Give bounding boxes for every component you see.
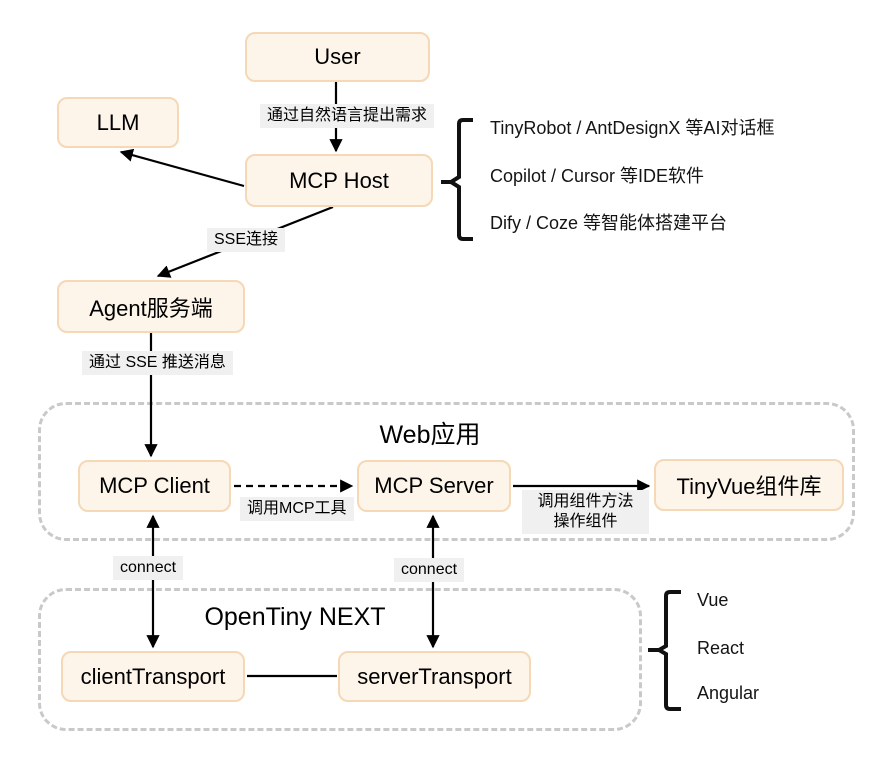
edge-label-call-component-method: 调用组件方法 操作组件 [522, 490, 649, 534]
edge-mcp-host-to-llm [119, 148, 245, 188]
edge-label-server-connect: connect [394, 558, 465, 582]
edge-label-call-component-method-line2: 操作组件 [553, 513, 618, 530]
host-example-item: TinyRobot / AntDesignX 等AI对话框 [490, 118, 775, 138]
container-opentiny-next-title: OpenTiny NEXT [204, 603, 386, 631]
node-client-transport: clientTransport [61, 651, 245, 702]
edge-label-sse-push: 通过 SSE 推送消息 [82, 351, 233, 375]
edge-label-user-to-host: 通过自然语言提出需求 [260, 104, 435, 128]
framework-item: Vue [697, 590, 729, 610]
bracket-host-examples [447, 118, 473, 241]
node-mcp-host: MCP Host [245, 154, 433, 207]
framework-item: Angular [697, 683, 760, 703]
bracket-frameworks [654, 590, 681, 711]
node-llm: LLM [57, 97, 179, 148]
framework-item: React [697, 638, 745, 658]
edge-label-call-component-method-line1: 调用组件方法 [537, 493, 634, 510]
node-user: User [245, 32, 430, 82]
node-tinyvue-library: TinyVue组件库 [654, 459, 844, 511]
host-example-item: Copilot / Cursor 等IDE软件 [490, 166, 705, 186]
edge-label-client-connect: connect [113, 556, 184, 580]
node-mcp-client: MCP Client [78, 460, 231, 512]
node-agent-server: Agent服务端 [57, 280, 245, 333]
host-example-item: Dify / Coze 等智能体搭建平台 [490, 213, 728, 233]
edge-label-sse-connection: SSE连接 [207, 228, 286, 252]
container-web-app-title: Web应用 [379, 421, 481, 449]
container-opentiny-next: OpenTiny NEXT [38, 588, 642, 731]
node-mcp-server: MCP Server [357, 460, 511, 512]
container-web-app: Web应用 [38, 402, 855, 541]
edge-label-call-mcp-tool: 调用MCP工具 [240, 497, 354, 521]
node-server-transport: serverTransport [338, 651, 531, 702]
